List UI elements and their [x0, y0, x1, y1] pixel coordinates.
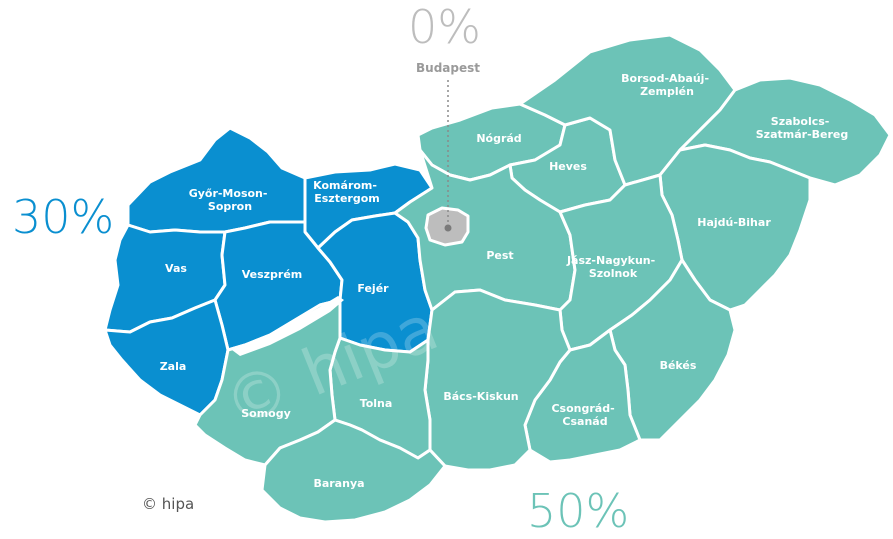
label-tolna: Tolna: [360, 397, 393, 410]
percent-west-region: 30%: [12, 190, 115, 244]
budapest-label: Budapest: [416, 61, 480, 75]
label-hajdu-bihar: Hajdú-Bihar: [697, 216, 771, 229]
county-bekes[interactable]: [608, 258, 737, 442]
percent-east-region: 50%: [527, 484, 630, 538]
label-gyor-moson-sopron: Győr-Moson- Sopron: [189, 187, 272, 213]
label-nograd: Nógrád: [476, 132, 521, 145]
budapest-pointer-dot: [444, 224, 452, 232]
lake-balaton: [232, 296, 344, 356]
label-jasz-nagykun-szolnok: Jász-Nagykun- Szolnok: [566, 254, 659, 280]
label-pest: Pest: [486, 249, 513, 262]
label-zala: Zala: [160, 360, 187, 373]
label-baranya: Baranya: [313, 477, 364, 490]
label-heves: Heves: [549, 160, 587, 173]
county-baranya[interactable]: [260, 418, 447, 524]
label-vas: Vas: [165, 262, 187, 275]
label-komarom-esztergom: Komárom- Esztergom: [313, 179, 381, 205]
label-veszprem: Veszprém: [242, 268, 303, 281]
label-bekes: Békés: [660, 359, 697, 372]
label-borsod-abauj-zemplen: Borsod-Abaúj- Zemplén: [621, 72, 713, 98]
label-szabolcs-szatmar-bereg: Szabolcs- Szatmár-Bereg: [756, 115, 849, 141]
label-bacs-kiskun: Bács-Kiskun: [443, 390, 518, 403]
copyright-text: © hipa: [142, 495, 195, 513]
percent-budapest: 0%: [408, 0, 481, 54]
label-fejer: Fejér: [357, 282, 389, 295]
label-csongrad-csanad: Csongrád- Csanád: [551, 402, 618, 428]
county-gyor-moson-sopron[interactable]: [126, 126, 307, 234]
label-somogy: Somogy: [241, 407, 291, 420]
